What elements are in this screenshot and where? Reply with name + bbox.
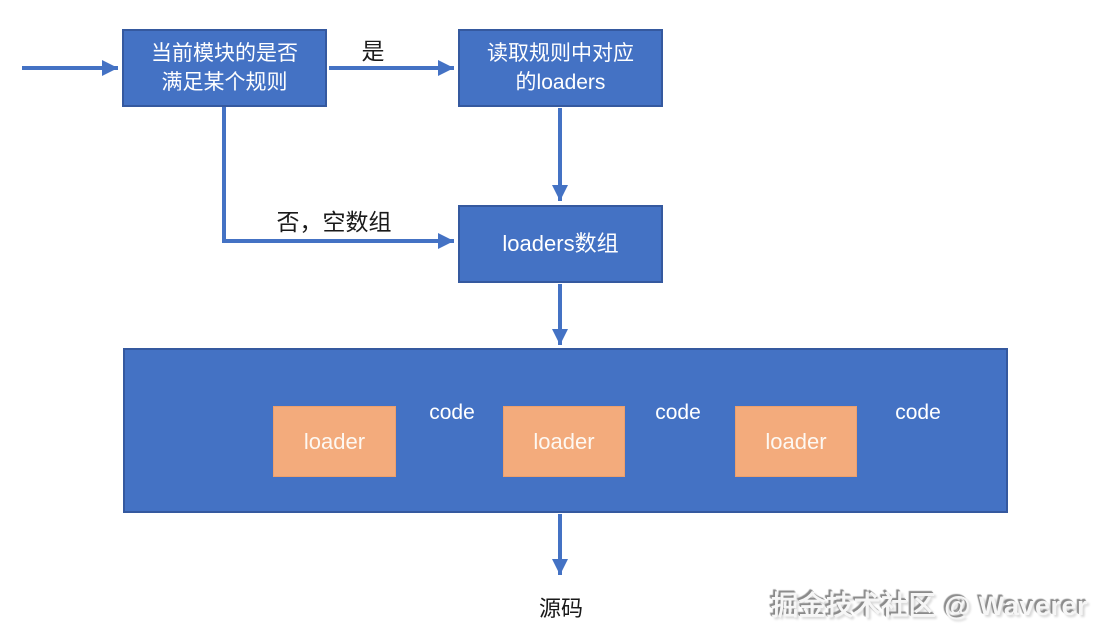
source-code-label: 源码 bbox=[538, 596, 584, 621]
loader-box-1-label: loader bbox=[303, 428, 366, 454]
code-label-3: code bbox=[895, 401, 941, 424]
flow-node-read-loaders-line1: 读取规则中对应 bbox=[487, 41, 634, 65]
loader-box-3: loader bbox=[735, 406, 857, 477]
watermark: 掘金技术社区 @ Waverer bbox=[771, 591, 1088, 621]
flow-node-check-rule-line1: 当前模块的是否 bbox=[151, 41, 298, 65]
loader-box-1: loader bbox=[273, 406, 396, 477]
flow-node-loaders-array: loaders数组 bbox=[458, 205, 663, 283]
flow-node-loaders-array-label: loaders数组 bbox=[502, 230, 619, 256]
flow-node-read-loaders-line2: 的loaders bbox=[515, 71, 606, 94]
code-label-1: code bbox=[429, 401, 475, 424]
flow-node-read-loaders: 读取规则中对应 的loaders bbox=[458, 29, 663, 107]
flow-node-check-rule-line2: 满足某个规则 bbox=[161, 71, 288, 94]
flow-node-check-rule: 当前模块的是否 满足某个规则 bbox=[122, 29, 327, 107]
edge-label-yes: 是 bbox=[361, 38, 385, 64]
loader-box-3-label: loader bbox=[765, 428, 827, 454]
code-label-2: code bbox=[655, 401, 701, 424]
loader-box-2: loader bbox=[503, 406, 625, 477]
edge-label-no-empty-array: 否，空数组 bbox=[276, 209, 392, 235]
loader-box-2-label: loader bbox=[533, 428, 595, 454]
